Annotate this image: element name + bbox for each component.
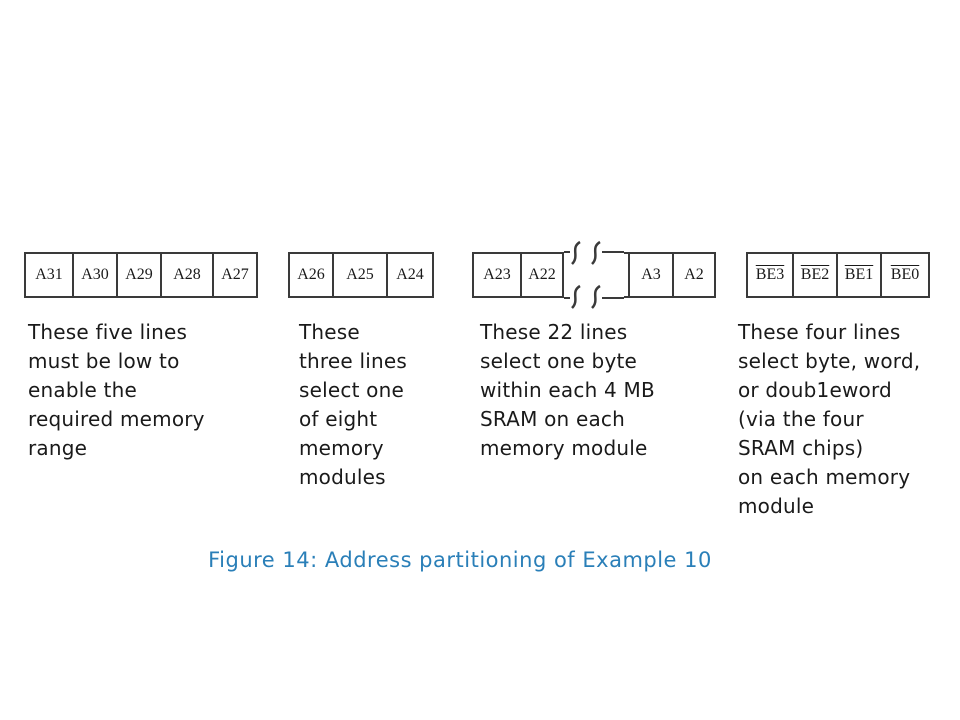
description-four-lines: These four lines select byte, word, or d… <box>738 320 921 518</box>
address-cell-a2: A2 <box>684 266 704 283</box>
address-cell-a24: A24 <box>396 266 424 283</box>
address-group-a31-a27: A31 A30 A29 A28 A27 <box>24 252 258 298</box>
address-cell-a30: A30 <box>74 254 118 296</box>
address-cell-a29: A29 <box>118 254 162 296</box>
address-cell-a3: A3 <box>628 254 674 296</box>
description-22-lines: These 22 lines select one byte within ea… <box>480 320 655 460</box>
address-cell-a31: A31 <box>26 254 74 296</box>
byte-enable-cell-be3: BE3 <box>748 254 794 296</box>
address-cell-a23: A23 <box>474 254 522 296</box>
address-group-a26-a24: A26 A25 A24 <box>288 252 434 298</box>
description-five-lines: These five lines must be low to enable t… <box>28 320 205 460</box>
address-cell-a28: A28 <box>162 254 214 296</box>
byte-enable-group: BE3 BE2 BE1 BE0 <box>746 252 930 298</box>
address-cell-a27: A27 <box>221 266 249 283</box>
description-three-lines: These three lines select one of eight me… <box>299 320 407 489</box>
byte-enable-cell-be0: BE0 <box>890 266 920 283</box>
address-cell-a26: A26 <box>290 254 334 296</box>
figure-caption: Figure 14: Address partitioning of Examp… <box>208 548 712 572</box>
break-marks-icon <box>564 240 624 309</box>
byte-enable-cell-be1: BE1 <box>838 254 882 296</box>
byte-enable-cell-be2: BE2 <box>794 254 838 296</box>
address-cell-a22: A22 <box>522 254 564 296</box>
address-cell-a25: A25 <box>334 254 388 296</box>
